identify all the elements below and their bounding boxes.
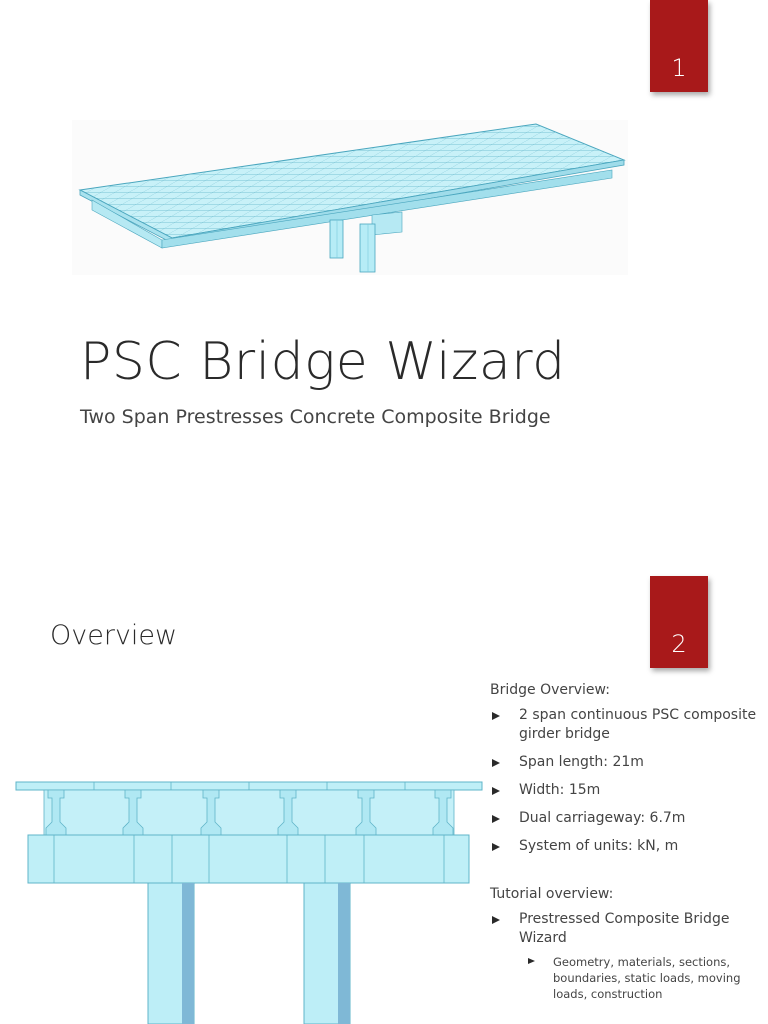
slide-number-badge: 1 [650, 0, 708, 92]
tutorial-overview-heading: Tutorial overview: [490, 886, 614, 902]
list-item: 2 span continuous PSC composite girder b… [490, 706, 760, 744]
list-item-text: Prestressed Composite Bridge Wizard [519, 911, 730, 946]
section-title: Overview [50, 620, 178, 651]
bullet-triangle-icon [492, 916, 500, 924]
bridge-section-image [14, 770, 484, 1024]
list-item: System of units: kN, m [490, 837, 760, 856]
bridge-model-3d-icon [78, 123, 626, 273]
bullet-triangle-icon [492, 712, 500, 720]
tutorial-overview-list: Prestressed Composite Bridge Wizard Geom… [490, 910, 760, 1002]
list-item-text: Width: 15m [519, 782, 601, 798]
list-item-text: Span length: 21m [519, 754, 644, 770]
bridge-model-image [72, 120, 628, 275]
list-item: Span length: 21m [490, 753, 760, 772]
sub-list: Geometry, materials, sections, boundarie… [519, 954, 760, 1002]
page-subtitle: Two Span Prestresses Concrete Composite … [80, 406, 551, 428]
bullet-triangle-icon [492, 759, 500, 767]
overview-text: Bridge Overview: 2 span continuous PSC c… [490, 682, 760, 1011]
slide-number: 2 [671, 630, 687, 658]
bridge-overview-list: 2 span continuous PSC composite girder b… [490, 706, 760, 856]
slide-1: 1 PSC Bridge Wizard Two Spa [72, 0, 708, 428]
sub-list-item: Geometry, materials, sections, boundarie… [526, 954, 760, 1002]
list-item-text: System of units: kN, m [519, 838, 679, 854]
list-item-text: Dual carriageway: 6.7m [519, 810, 686, 826]
bullet-triangle-icon [528, 958, 535, 964]
list-item-text: 2 span continuous PSC composite girder b… [519, 707, 757, 742]
bullet-triangle-icon [492, 843, 500, 851]
slide-number: 1 [671, 54, 687, 82]
page-title: PSC Bridge Wizard [80, 332, 566, 392]
sub-list-item-text: Geometry, materials, sections, boundarie… [553, 955, 741, 1001]
list-item: Width: 15m [490, 781, 760, 800]
slide-2: 2 Overview [0, 512, 768, 1024]
list-item: Prestressed Composite Bridge Wizard Geom… [490, 910, 760, 1002]
bridge-overview-heading: Bridge Overview: [490, 682, 610, 698]
bridge-cross-section-icon [15, 781, 483, 1024]
list-item: Dual carriageway: 6.7m [490, 809, 760, 828]
bullet-triangle-icon [492, 787, 500, 795]
slide-number-badge: 2 [650, 576, 708, 668]
bullet-triangle-icon [492, 815, 500, 823]
